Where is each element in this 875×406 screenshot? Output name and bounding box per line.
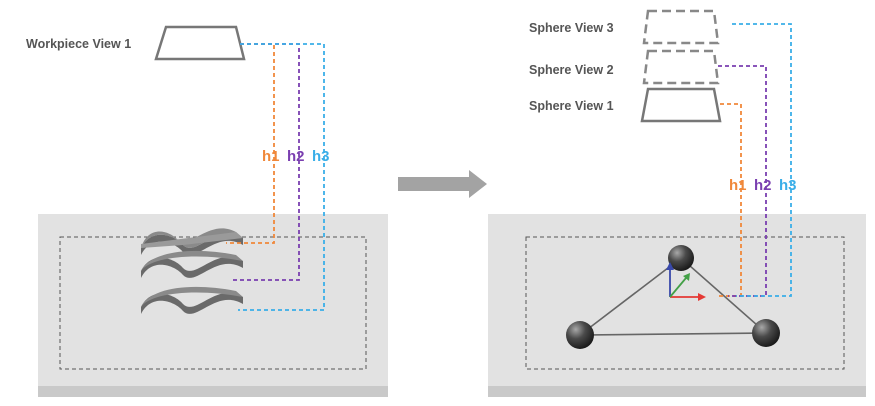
left-workarea-boundary: [59, 236, 367, 370]
right-h3-label: h3: [779, 177, 797, 194]
workpiece-layer-2: [141, 250, 243, 278]
workpiece-layer-3: [141, 286, 243, 314]
right-platform: [488, 214, 866, 397]
sphere-camera-1-icon: [640, 87, 722, 123]
right-platform-edge: [488, 386, 866, 397]
workpiece-camera-icon: [154, 25, 246, 61]
coordinate-axes-icon: [666, 262, 706, 301]
sphere-left: [566, 321, 594, 349]
sphere-triangle: [577, 256, 769, 336]
workpiece-layer-1: [141, 228, 243, 255]
left-h1-line: [226, 43, 275, 244]
right-workarea-boundary: [525, 236, 845, 370]
sphere-view-2-label: Sphere View 2: [529, 63, 614, 77]
right-h1-label: h1: [729, 177, 747, 194]
right-panel: Sphere View 3 Sphere View 2 Sphere View …: [488, 9, 866, 397]
transition-arrow: [398, 170, 487, 198]
left-h1-label: h1: [262, 148, 280, 165]
left-h2-label: h2: [287, 148, 305, 165]
sphere-right: [752, 319, 780, 347]
left-panel: Workpiece View 1 h1 h2 h3: [26, 25, 388, 397]
right-h1-line: [718, 103, 742, 297]
sphere-camera-3-icon: [642, 9, 720, 45]
left-platform-edge: [38, 386, 388, 397]
sphere-view-1-label: Sphere View 1: [529, 99, 614, 113]
right-platform-top: [488, 214, 866, 386]
sphere-view-3-label: Sphere View 3: [529, 21, 614, 35]
left-h3-line: [238, 43, 325, 311]
workpiece-view-label: Workpiece View 1: [26, 37, 131, 51]
right-h2-label: h2: [754, 177, 772, 194]
sphere-top: [668, 245, 694, 271]
left-h3-label: h3: [312, 148, 330, 165]
right-h3-line: [732, 23, 792, 297]
sphere-camera-2-icon: [642, 49, 720, 85]
